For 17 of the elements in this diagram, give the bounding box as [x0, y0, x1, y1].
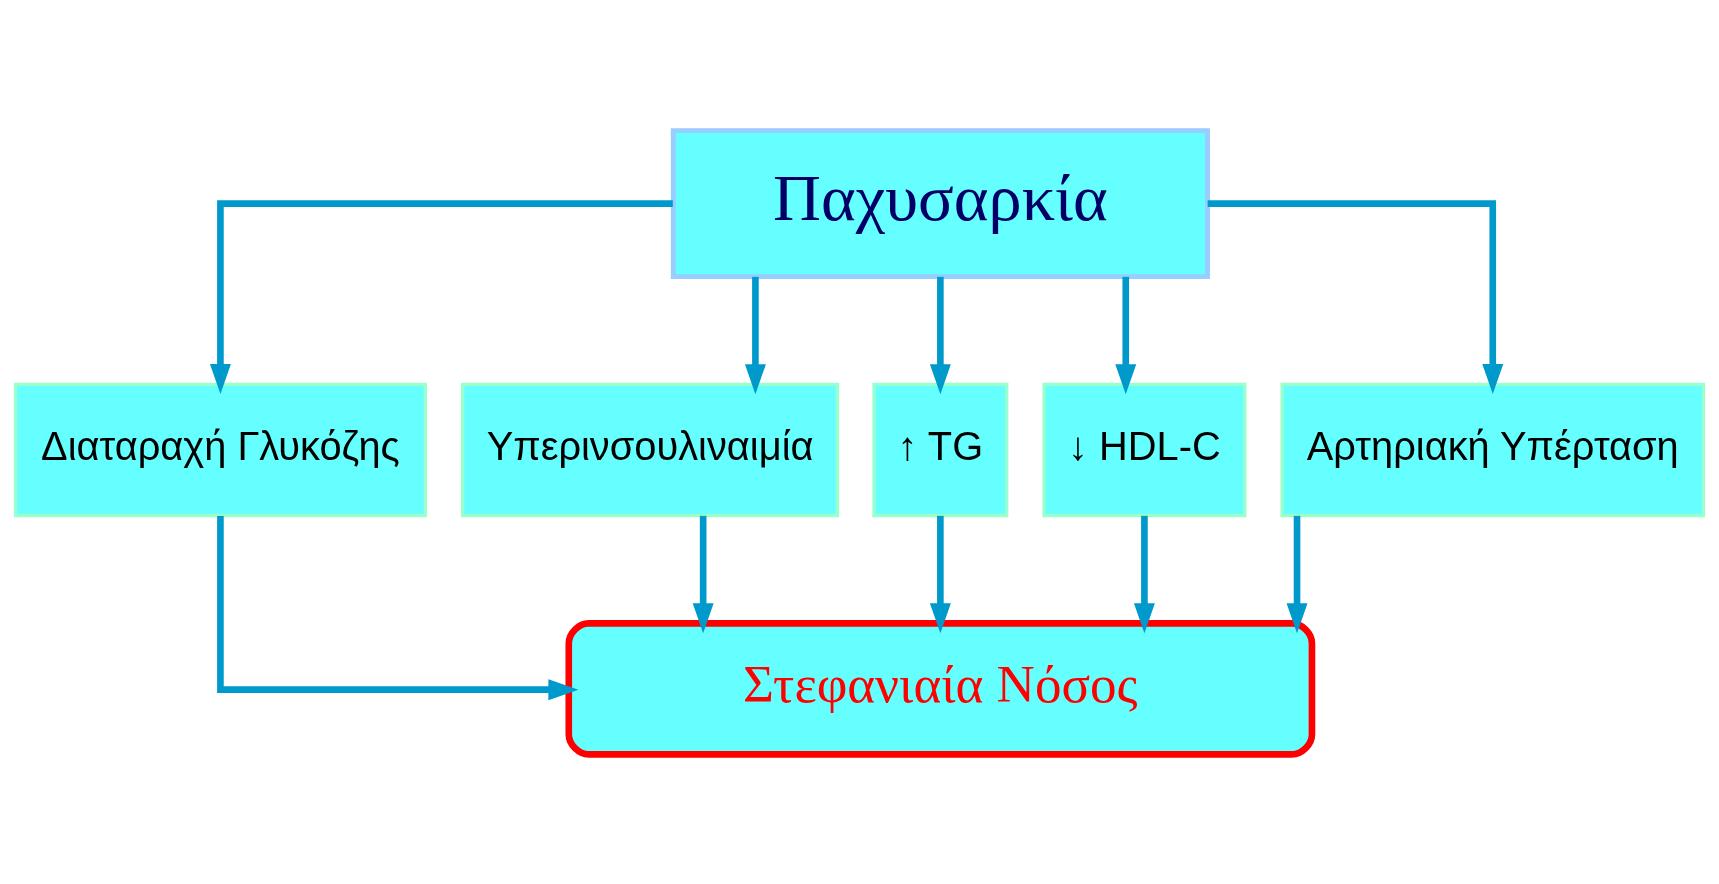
arrow — [1115, 276, 1137, 394]
arrow — [929, 276, 951, 394]
node-box: Αρτηριακή Υπέρταση — [1280, 382, 1706, 517]
node-box: Διαταραχή Γλυκόζης — [13, 382, 427, 517]
arrow — [217, 515, 579, 700]
arrow — [209, 199, 673, 394]
node-box: Στεφανιαία Νόσος — [565, 619, 1316, 758]
arrow — [1133, 515, 1155, 633]
arrow — [1286, 515, 1308, 633]
node-box: Παχυσαρκία — [670, 127, 1210, 279]
arrow — [1207, 199, 1504, 394]
arrow — [692, 515, 714, 633]
node-box: ↓ HDL-C — [1042, 382, 1247, 517]
arrow — [744, 276, 766, 394]
node-box: ↑ TG — [872, 382, 1009, 517]
arrow — [929, 515, 951, 633]
node-box: Υπερινσουλιναιμία — [460, 382, 840, 517]
